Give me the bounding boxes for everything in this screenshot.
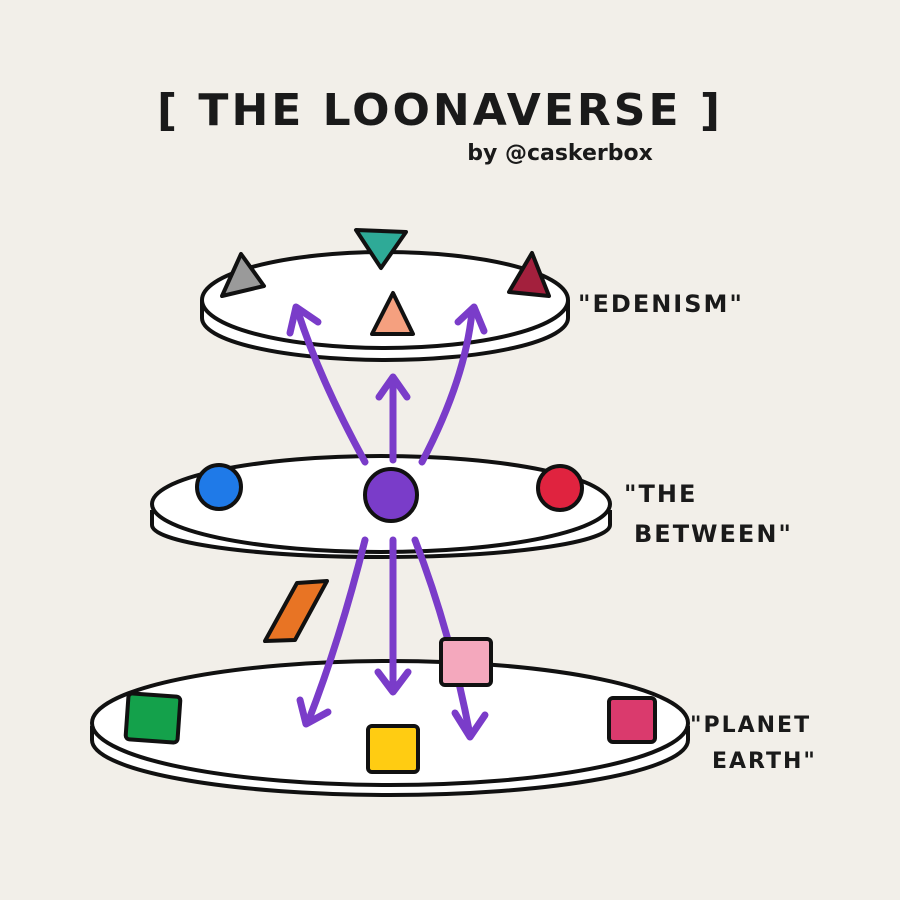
square-green xyxy=(123,691,183,745)
arrowhead-earth-center xyxy=(374,668,412,696)
square-pink xyxy=(439,637,493,687)
arrowhead-edenism-center xyxy=(375,373,411,401)
arrowhead-earth-left xyxy=(296,696,332,728)
edenism-triangles xyxy=(220,228,551,336)
triangle-teal xyxy=(354,228,408,270)
arrowhead-edenism-left xyxy=(286,303,322,337)
triangle-peach xyxy=(370,291,415,336)
diagram-byline: by @caskerbox xyxy=(467,141,653,166)
circle-blue xyxy=(195,463,243,511)
arrows-group xyxy=(294,308,476,739)
parallelogram-orange xyxy=(263,579,329,643)
arrow-to-edenism-right xyxy=(418,308,476,466)
arrowhead-edenism-right xyxy=(454,303,488,335)
diagram-title: [ THE LOONAVERSE ] xyxy=(157,85,723,136)
circle-purple xyxy=(363,467,419,523)
square-magenta xyxy=(607,696,657,744)
arrow-to-earth-left xyxy=(304,536,369,726)
label-planet-earth: "PLANET EARTH" xyxy=(690,713,821,774)
arrowheads xyxy=(286,303,489,741)
triangle-grey xyxy=(220,252,266,298)
earth-squares xyxy=(123,579,657,774)
arrow-to-edenism-left xyxy=(294,308,369,466)
triangle-crimson xyxy=(507,251,551,298)
label-the-between: "THE BETWEEN" xyxy=(624,480,793,548)
platform-planet-earth xyxy=(90,659,690,797)
label-edenism: "EDENISM" xyxy=(578,290,744,318)
circle-red xyxy=(536,464,584,512)
arrow-to-earth-right xyxy=(411,536,474,739)
arrowhead-earth-right xyxy=(451,709,489,741)
between-circles xyxy=(195,463,584,523)
square-yellow xyxy=(366,724,420,774)
